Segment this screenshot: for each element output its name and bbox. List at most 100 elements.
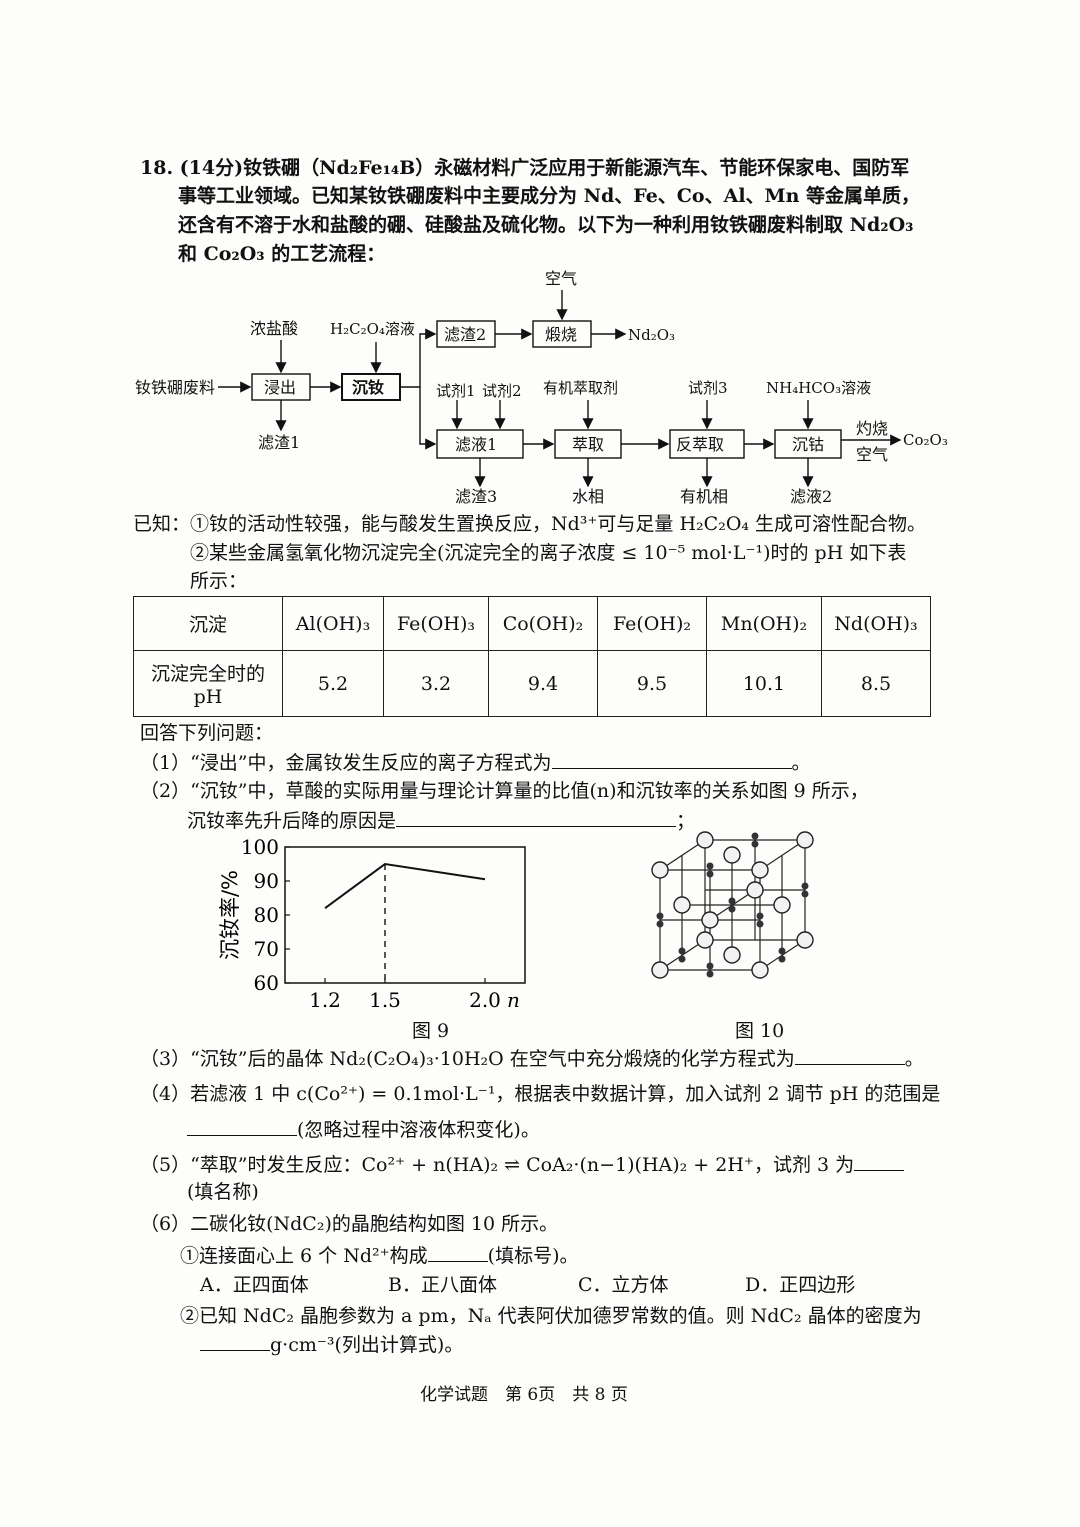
- label-reagent3: 试剂3: [688, 379, 728, 397]
- label-hcl: 浓盐酸: [250, 319, 298, 338]
- question-intro-line: 还含有不溶于水和盐酸的硼、硅酸盐及硫化物。以下为一种利用钕铁硼废料制取 Nd₂O…: [178, 214, 914, 236]
- question-6-2b: g·cm⁻³(列出计算式)。: [200, 1332, 463, 1357]
- y-axis-label: 沉钕率/%: [218, 870, 242, 960]
- table-column-header: Mn(OH)₂: [706, 596, 822, 651]
- question-2b: 沉钕率先升后降的原因是 ；: [187, 808, 695, 833]
- answer-prompt: 回答下列问题：: [140, 722, 274, 744]
- question-4b-text: (忽略过程中溶液体积变化)。: [297, 1119, 540, 1141]
- answer-blank[interactable]: [794, 1046, 905, 1065]
- question-3-end: 。: [904, 1048, 924, 1070]
- label-precip-co: 沉钴: [792, 435, 824, 454]
- table-cell: 9.4: [488, 650, 598, 717]
- question-2a: （2）“沉钕”中，草酸的实际用量与理论计算量的比值(n)和沉钕率的关系如图 9 …: [140, 780, 869, 802]
- crystal-cell-svg: [651, 831, 814, 979]
- x-tick-label: 1.2: [309, 988, 341, 1012]
- series-line: [324, 862, 486, 910]
- question-intro-line: 和 Co₂O₃ 的工艺流程：: [178, 243, 386, 265]
- y-tick-label: 90: [254, 869, 279, 893]
- table-cell: 9.5: [597, 650, 707, 717]
- label-leach: 浸出: [264, 378, 296, 397]
- label-co2o3: Co₂O₃: [903, 431, 948, 449]
- question-intro-line: 事等工业领域。已知某钕铁硼废料中主要成分为 Nd、Fe、Co、Al、Mn 等金属…: [178, 185, 921, 207]
- y-tick-label: 80: [254, 903, 279, 927]
- nd-ions: [651, 831, 814, 979]
- table-column-header: Al(OH)₃: [282, 596, 384, 651]
- table-cell: 10.1: [706, 650, 822, 717]
- label-precip-nd: 沉钕: [352, 378, 384, 397]
- table-row-header: 沉淀完全时的 pH: [133, 650, 283, 717]
- question-2b-end: ；: [676, 810, 696, 832]
- question-6-2b-text: g·cm⁻³(列出计算式)。: [270, 1334, 464, 1356]
- option-c[interactable]: C．立方体: [578, 1274, 669, 1296]
- figure-10-crystal-cell: [630, 820, 830, 1010]
- label-residue2: 滤渣2: [444, 325, 486, 344]
- table-column-header: Fe(OH)₂: [597, 596, 707, 651]
- table-cell: 5.2: [282, 650, 384, 717]
- page-footer: 化学试题 第 6页 共 8 页: [420, 1385, 628, 1405]
- table-column-header: Co(OH)₂: [488, 596, 598, 651]
- question-title-line: 18. (14分)钕铁硼（Nd₂Fe₁₄B）永磁材料广泛应用于新能源汽车、节能环…: [140, 157, 910, 179]
- y-tick-label: 60: [254, 971, 279, 995]
- label-filtrate2: 滤液2: [790, 487, 832, 506]
- question-1-text: （1）“浸出”中，金属钕发生反应的离子方程式为: [140, 752, 552, 774]
- question-1-end: 。: [791, 752, 811, 774]
- answer-blank[interactable]: [396, 808, 677, 827]
- label-residue3: 滤渣3: [455, 487, 497, 506]
- question-5b: (填名称): [187, 1181, 259, 1203]
- question-5a: （5）“萃取”时发生反应：Co²⁺ + n(HA)₂ ⇌ CoA₂·(n−1)(…: [140, 1152, 905, 1177]
- figure-9-label: 图 9: [412, 1020, 450, 1042]
- question-5a-text: （5）“萃取”时发生反应：Co²⁺ + n(HA)₂ ⇌ CoA₂·(n−1)(…: [140, 1154, 855, 1176]
- table-row-header-line: 沉淀完全时的: [150, 663, 265, 685]
- ph-table: 沉淀 Al(OH)₃ Fe(OH)₃ Co(OH)₂ Fe(OH)₂ Mn(OH…: [133, 596, 931, 717]
- label-extract: 萃取: [572, 435, 604, 454]
- label-feed: 钕铁硼废料: [135, 378, 215, 397]
- option-d[interactable]: D．正四边形: [745, 1274, 856, 1296]
- option-b[interactable]: B．正八面体: [388, 1274, 497, 1296]
- y-tick-label: 70: [254, 937, 279, 961]
- label-extractant: 有机萃取剂: [543, 379, 618, 397]
- label-reagent2: 试剂2: [482, 382, 522, 400]
- label-calcine: 煅烧: [545, 325, 577, 344]
- label-back-extract: 反萃取: [676, 435, 724, 454]
- c2-units: [656, 832, 809, 978]
- process-flow-diagram: 钕铁硼废料 浓盐酸 浸出 滤渣1 H₂C₂O₄溶液 沉钕 滤渣2 空气 煅烧 N…: [130, 262, 960, 512]
- y-tick-label: 100: [241, 835, 279, 859]
- question-6-1-text: ①连接面心上 6 个 Nd²⁺构成: [180, 1245, 428, 1267]
- label-air-right: 空气: [856, 445, 888, 464]
- question-3: （3）“沉钕”后的晶体 Nd₂(C₂O₄)₃·10H₂O 在空气中充分煅烧的化学…: [140, 1046, 924, 1071]
- question-6-2: ②已知 NdC₂ 晶胞参数为 a pm，Nₐ 代表阿伏加德罗常数的值。则 NdC…: [180, 1305, 922, 1327]
- label-nh4hco3: NH₄HCO₃溶液: [766, 379, 871, 397]
- label-residue1: 滤渣1: [258, 433, 300, 452]
- question-6-1: ①连接面心上 6 个 Nd²⁺构成 (填标号)。: [180, 1243, 578, 1268]
- question-2b-text: 沉钕率先升后降的原因是: [187, 810, 397, 832]
- table-header-cell: 沉淀: [133, 596, 283, 651]
- table-cell: 8.5: [821, 650, 931, 717]
- question-6-1-end: (填标号)。: [487, 1245, 579, 1267]
- answer-blank[interactable]: [427, 1243, 488, 1262]
- answer-blank[interactable]: [187, 1117, 297, 1136]
- answer-blank[interactable]: [200, 1332, 270, 1351]
- label-aqueous: 水相: [572, 487, 604, 506]
- option-a[interactable]: A．正四面体: [200, 1274, 309, 1296]
- label-reagent1: 试剂1: [436, 382, 476, 400]
- question-4b: (忽略过程中溶液体积变化)。: [187, 1117, 540, 1142]
- x-axis-label: n: [507, 988, 520, 1012]
- label-organic: 有机相: [680, 487, 728, 506]
- answer-blank[interactable]: [854, 1152, 905, 1171]
- known-line-3: 所示：: [190, 570, 248, 592]
- answer-blank[interactable]: [551, 750, 792, 769]
- table-column-header: Fe(OH)₃: [383, 596, 489, 651]
- known-line-2: ②某些金属氢氧化物沉淀完全(沉淀完全的离子浓度 ≤ 10⁻⁵ mol·L⁻¹)时…: [190, 542, 907, 564]
- table-cell: 3.2: [383, 650, 489, 717]
- x-tick-label: 2.0: [469, 988, 501, 1012]
- label-nd2o3: Nd₂O₃: [628, 326, 675, 344]
- x-tick-label: 1.5: [369, 988, 401, 1012]
- question-6: （6）二碳化钕(NdC₂)的晶胞结构如图 10 所示。: [140, 1213, 559, 1235]
- label-oxalic: H₂C₂O₄溶液: [330, 320, 415, 338]
- question-3-text: （3）“沉钕”后的晶体 Nd₂(C₂O₄)₃·10H₂O 在空气中充分煅烧的化学…: [140, 1048, 795, 1070]
- label-burn: 灼烧: [856, 419, 888, 438]
- label-air-top: 空气: [545, 269, 577, 288]
